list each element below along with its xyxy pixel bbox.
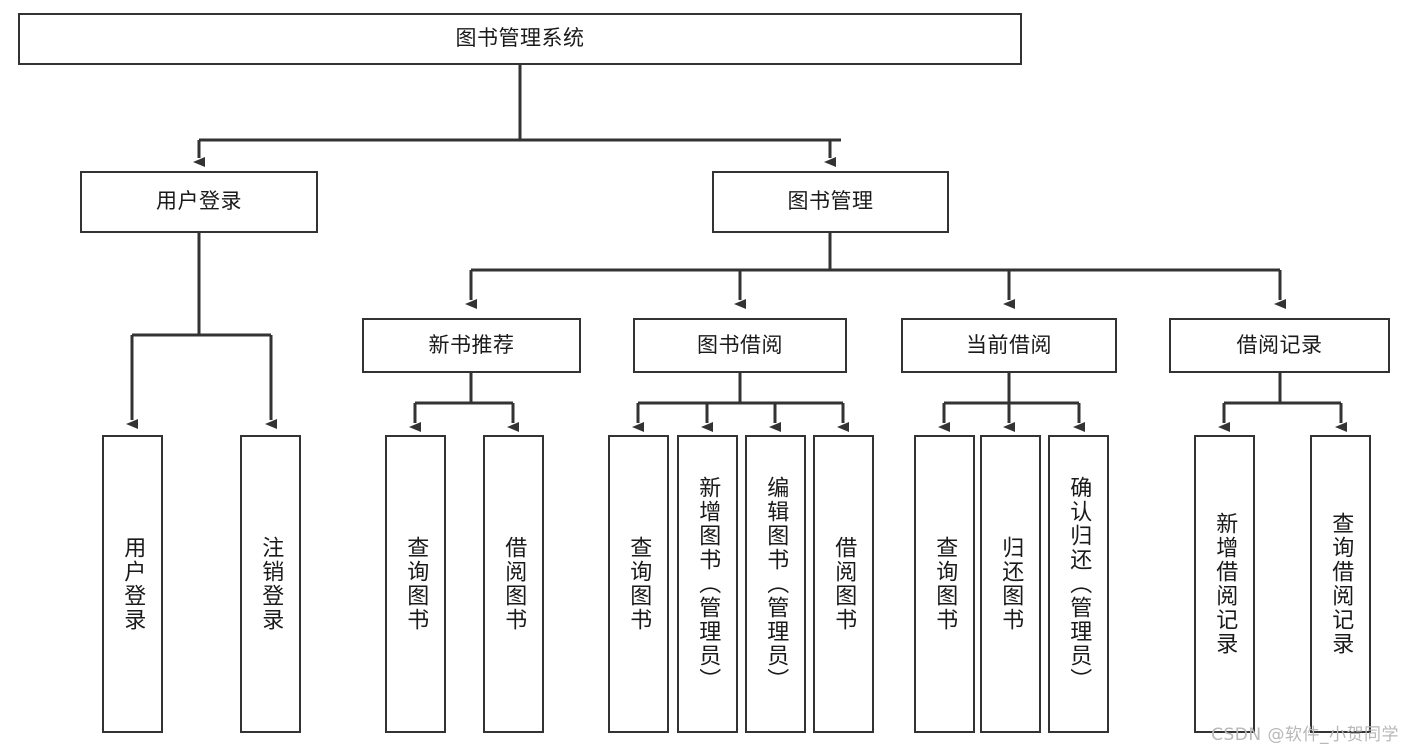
node-label: 归还图书 xyxy=(998,536,1024,632)
leaf-edit-book-admin[interactable]: 编辑图书（管理员） xyxy=(745,435,806,733)
leaf-return-book[interactable]: 归还图书 xyxy=(980,435,1041,733)
leaf-add-borrow-record[interactable]: 新增借阅记录 xyxy=(1194,435,1255,733)
node-root-system[interactable]: 图书管理系统 xyxy=(18,13,1022,65)
node-label: 查询图书 xyxy=(932,536,958,632)
leaf-query-borrow-record[interactable]: 查询借阅记录 xyxy=(1310,435,1371,733)
node-label: 注销登录 xyxy=(258,536,284,632)
node-user-login[interactable]: 用户登录 xyxy=(80,171,318,233)
node-label: 借阅图书 xyxy=(831,536,857,632)
node-borrow-records[interactable]: 借阅记录 xyxy=(1169,318,1390,373)
node-label: 图书借阅 xyxy=(697,332,783,357)
node-label: 确认归还（管理员） xyxy=(1066,476,1092,692)
leaf-user-login[interactable]: 用户登录 xyxy=(102,435,163,733)
node-label: 图书管理系统 xyxy=(455,26,585,51)
leaf-logout[interactable]: 注销登录 xyxy=(240,435,301,733)
node-label: 编辑图书（管理员） xyxy=(763,476,789,692)
leaf-query-book-newbook[interactable]: 查询图书 xyxy=(385,435,446,733)
node-book-borrow[interactable]: 图书借阅 xyxy=(633,318,847,373)
leaf-query-book-current[interactable]: 查询图书 xyxy=(914,435,975,733)
node-label: 查询图书 xyxy=(403,536,429,632)
node-label: 新书推荐 xyxy=(428,332,515,357)
node-label: 当前借阅 xyxy=(966,332,1052,357)
node-label: 新增借阅记录 xyxy=(1212,512,1238,656)
node-book-management[interactable]: 图书管理 xyxy=(712,171,949,233)
leaf-borrow-book-newbook[interactable]: 借阅图书 xyxy=(483,435,544,733)
node-label: 用户登录 xyxy=(156,189,242,214)
leaf-confirm-return-admin[interactable]: 确认归还（管理员） xyxy=(1048,435,1109,733)
node-label: 查询借阅记录 xyxy=(1328,512,1354,656)
node-label: 借阅记录 xyxy=(1236,332,1323,357)
watermark-text: CSDN @软件_小贺同学 xyxy=(1211,725,1399,745)
leaf-query-book-borrow[interactable]: 查询图书 xyxy=(608,435,669,733)
node-label: 新增图书（管理员） xyxy=(695,476,721,692)
leaf-add-book-admin[interactable]: 新增图书（管理员） xyxy=(677,435,738,733)
node-label: 借阅图书 xyxy=(501,536,527,632)
node-label: 查询图书 xyxy=(626,536,652,632)
node-current-borrow[interactable]: 当前借阅 xyxy=(901,318,1117,373)
node-label: 用户登录 xyxy=(120,536,146,632)
node-new-book-recommend[interactable]: 新书推荐 xyxy=(362,318,581,373)
leaf-borrow-book[interactable]: 借阅图书 xyxy=(813,435,874,733)
node-label: 图书管理 xyxy=(787,189,874,214)
